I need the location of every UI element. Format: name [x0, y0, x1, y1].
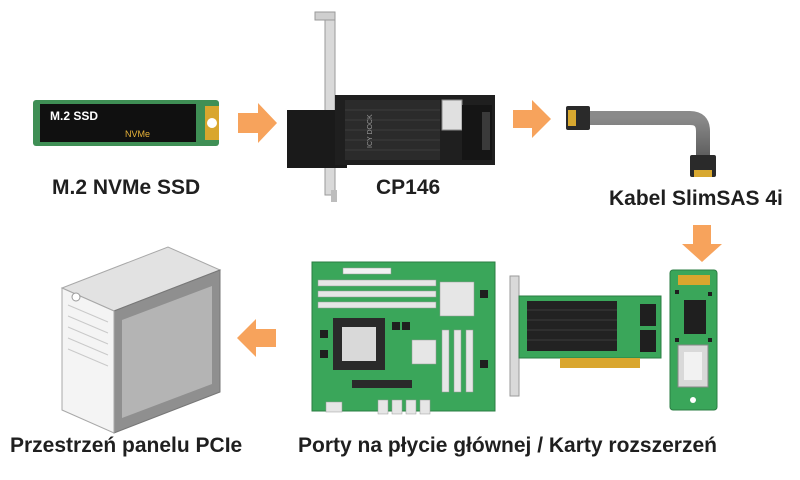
arrow-left-icon — [237, 319, 276, 357]
power-button-icon — [71, 292, 81, 302]
motherboard-illustration — [311, 261, 496, 415]
expansion-card-illustration — [509, 275, 662, 397]
slimsas-port — [441, 99, 463, 131]
ssd-sticker-subtitle: NVMe — [125, 129, 150, 139]
card-brand-text: ICY DOCK — [367, 114, 374, 148]
ssd-sticker-title: M.2 SSD — [50, 109, 98, 123]
label-m2-nvme-ssd: M.2 NVMe SSD — [52, 176, 201, 199]
slimsas-cable-illustration — [566, 106, 716, 177]
label-pcie-panel-space: Przestrzeń panelu PCIe — [10, 434, 243, 457]
label-cp146: CP146 — [376, 176, 441, 199]
m2-ssd-illustration: M.2 SSD NVMe — [33, 100, 219, 146]
pc-chassis-illustration — [60, 246, 222, 434]
arrow-right-icon — [513, 100, 551, 138]
cp146-card-illustration: ICY DOCK — [287, 11, 495, 202]
ssd-label-sticker — [40, 104, 196, 142]
arrow-right-icon — [238, 103, 277, 143]
label-motherboard-ports: Porty na płycie głównej / Karty rozszerz… — [298, 434, 717, 457]
label-slimsas-cable: Kabel SlimSAS 4i — [609, 187, 783, 210]
adapter-board-illustration — [669, 269, 718, 411]
arrow-down-icon — [682, 225, 722, 262]
